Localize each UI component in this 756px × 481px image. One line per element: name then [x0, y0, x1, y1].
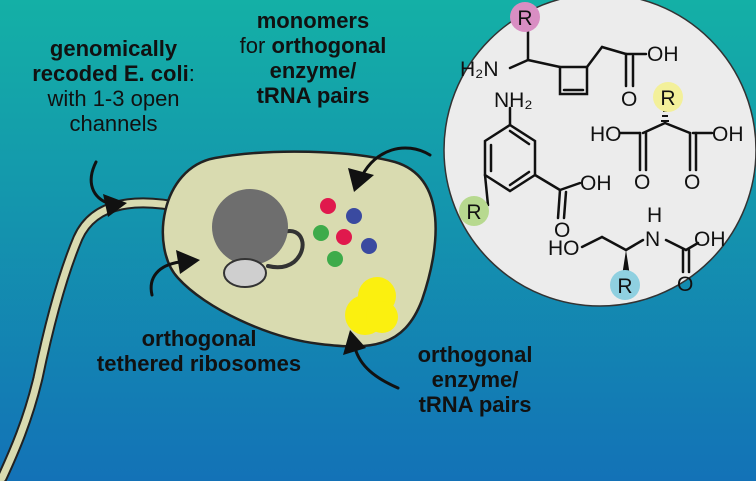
label-line: recoded E. coli: — [6, 61, 221, 86]
monomer-dot — [346, 208, 362, 224]
r-group-pink — [510, 2, 540, 32]
hydroxyl-label: OH — [694, 228, 726, 251]
monomer-dot — [327, 251, 343, 267]
label-line: tRNA pairs — [256, 83, 370, 108]
label-line-plain: : — [188, 61, 195, 86]
label-line-plain: for — [239, 33, 272, 58]
monomer-structures-circle — [443, 0, 756, 307]
hydroxyl-label: OH — [712, 123, 744, 146]
label-orthogonal-ribosomes: orthogonal tethered ribosomes — [64, 326, 334, 376]
hydroxyl-label: OH — [580, 172, 612, 195]
oxygen-label: O — [677, 273, 693, 296]
structure-aminobenzoic — [483, 106, 582, 220]
label-genomically-recoded: genomically recoded E. coli: with 1-3 op… — [6, 36, 221, 136]
label-line: monomers — [256, 8, 370, 33]
oxygen-label: O — [634, 171, 650, 194]
ribosome-tether — [266, 229, 305, 270]
amine-label: NH₂ — [494, 89, 532, 112]
hydroxyl-label: OH — [647, 43, 679, 66]
label-line: with 1-3 open — [47, 86, 180, 111]
monomer-dot — [320, 198, 336, 214]
label-line: tethered ribosomes — [96, 351, 302, 376]
r-group-label: R — [617, 275, 632, 298]
oxygen-label: O — [621, 88, 637, 111]
arrow-to-monomers — [360, 146, 432, 178]
label-line: channels — [69, 111, 158, 136]
monomer-dot — [361, 238, 377, 254]
arrow-to-ribosome — [149, 260, 182, 297]
r-group-green — [459, 196, 489, 226]
label-line: genomically — [49, 36, 178, 61]
structure-carbamate — [580, 235, 700, 274]
monomer-dot — [336, 229, 352, 245]
label-line: orthogonal — [141, 326, 257, 351]
label-monomers: monomers for orthogonal enzyme/ tRNA pai… — [218, 8, 408, 108]
hydroxyl-label: HO — [590, 123, 622, 146]
ribosome-large-subunit — [212, 189, 288, 265]
arrowhead — [103, 194, 127, 217]
ribosome-small-subunit — [223, 258, 267, 288]
arrowheads — [103, 168, 374, 355]
hydrogen-label: H — [647, 204, 662, 227]
arrowhead — [343, 330, 366, 355]
label-line-bold: orthogonal — [271, 33, 387, 58]
label-line: enzyme/ — [431, 367, 519, 392]
monomer-dot — [313, 225, 329, 241]
arrow-to-enzyme — [353, 346, 400, 390]
r-group-label: R — [660, 87, 675, 110]
r-group-label: R — [466, 201, 481, 224]
nitrogen-label: N — [645, 228, 660, 251]
label-line: tRNA pairs — [418, 392, 532, 417]
amine-label: H₂N — [460, 58, 498, 81]
arrowhead — [348, 168, 374, 192]
r-group-label: R — [517, 7, 532, 30]
label-line-bold: recoded E. coli — [32, 61, 189, 86]
structure-malonic — [618, 121, 714, 172]
label-line: enzyme/ — [269, 58, 357, 83]
r-group-yellow — [653, 82, 683, 112]
oxygen-label: O — [684, 171, 700, 194]
hydroxyl-label: HO — [548, 237, 580, 260]
label-line: orthogonal — [417, 342, 533, 367]
label-orthogonal-enzyme: orthogonal enzyme/ tRNA pairs — [400, 342, 550, 417]
r-group-blue — [610, 270, 640, 300]
label-line: for orthogonal — [218, 33, 408, 58]
enzyme-trna-blob — [366, 301, 398, 333]
arrowhead — [176, 250, 200, 274]
structure-cyclobutene — [508, 26, 648, 96]
wedge-bond — [622, 250, 630, 276]
oxygen-label: O — [554, 219, 570, 242]
